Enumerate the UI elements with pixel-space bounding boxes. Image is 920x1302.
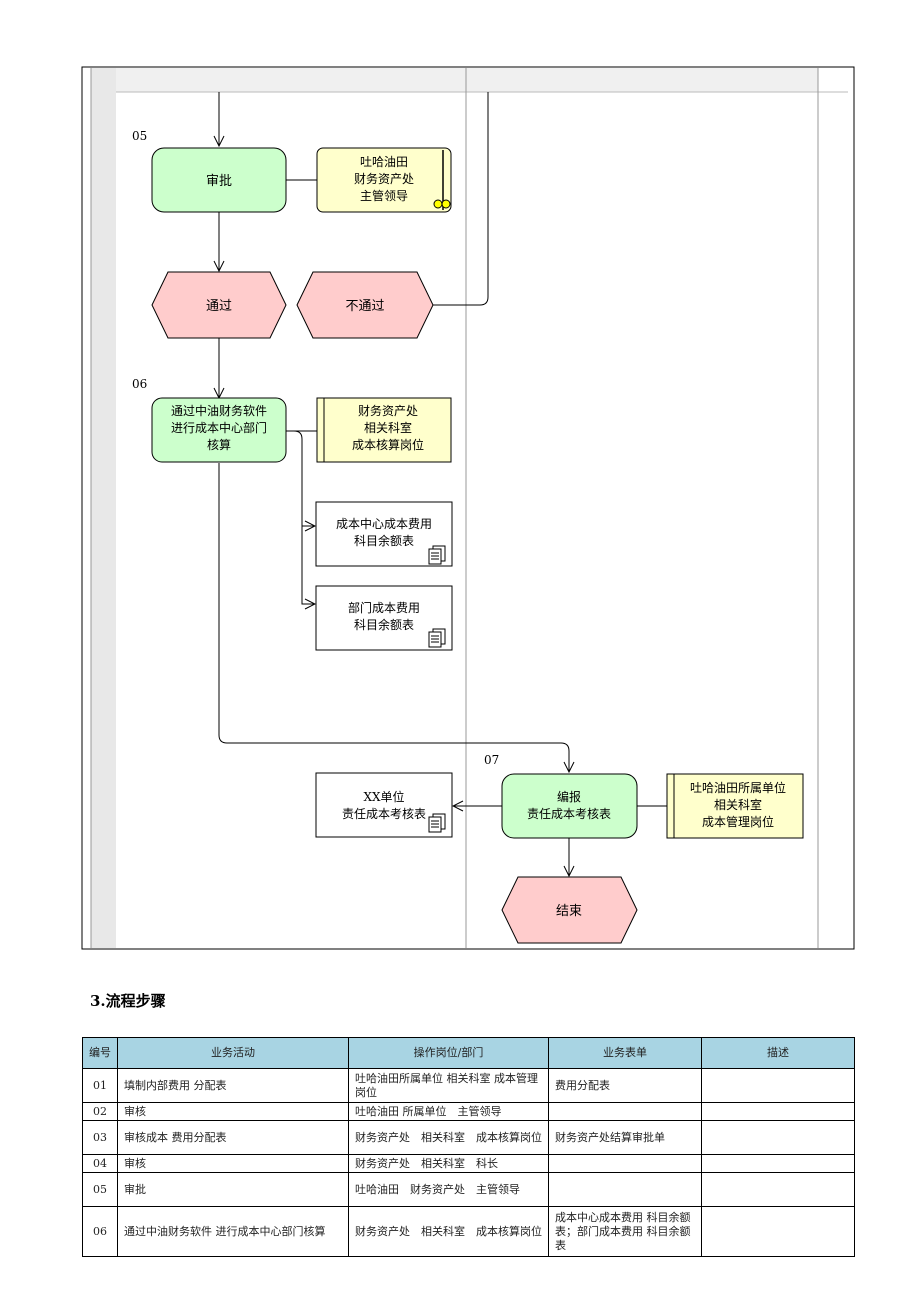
row-role: 吐哈油田 所属单位 主管领导	[348, 1102, 549, 1121]
row-role: 财务资产处 相关科室 科长	[348, 1154, 549, 1173]
svg-text:通过: 通过	[206, 299, 232, 314]
svg-text:结束: 结束	[556, 904, 582, 919]
end-event: 结束	[501, 876, 638, 944]
report-function: 编报 责任成本考核表	[501, 773, 638, 839]
flow-diagram: 05 06 07 审批 吐哈油田 财务资产处 主管领导 通过 不通过 通过中油财…	[81, 66, 855, 950]
pass-event: 通过	[151, 271, 287, 339]
row-form: 费用分配表	[548, 1068, 702, 1103]
svg-text:财务资产处: 财务资产处	[358, 403, 418, 418]
table-row: 04 审核 财务资产处 相关科室 科长	[82, 1154, 855, 1173]
row-form	[548, 1102, 702, 1121]
row-description	[701, 1154, 855, 1173]
report-document: XX单位 责任成本考核表	[315, 772, 453, 838]
approve-function: 审批	[151, 147, 287, 213]
svg-text:通过中油财务软件: 通过中油财务软件	[171, 403, 267, 418]
steps-table: 编号 业务活动 操作岗位/部门 业务表单 描述 01 填制内部费用 分配表 吐哈…	[82, 1037, 855, 1257]
svg-text:财务资产处: 财务资产处	[354, 171, 414, 186]
row-activity: 审核成本 费用分配表	[117, 1120, 349, 1155]
header-cell: 编号	[82, 1037, 118, 1069]
row-activity: 填制内部费用 分配表	[117, 1068, 349, 1103]
header-cell: 描述	[701, 1037, 855, 1069]
row-activity: 审批	[117, 1172, 349, 1207]
svg-text:主管领导: 主管领导	[360, 188, 408, 203]
row-description	[701, 1120, 855, 1155]
svg-text:成本核算岗位: 成本核算岗位	[352, 437, 424, 452]
svg-text:XX单位: XX单位	[363, 789, 404, 804]
fail-event: 不通过	[296, 271, 434, 339]
table-row: 05 审批 吐哈油田 财务资产处 主管领导	[82, 1172, 855, 1207]
row-description	[701, 1172, 855, 1207]
svg-text:成本管理岗位: 成本管理岗位	[702, 814, 774, 829]
svg-text:进行成本中心部门: 进行成本中心部门	[171, 420, 267, 435]
report-role: 吐哈油田所属单位 相关科室 成本管理岗位	[666, 773, 804, 839]
row-activity: 审核	[117, 1102, 349, 1121]
role-person-icon	[433, 199, 451, 209]
row-description	[701, 1206, 855, 1257]
svg-text:编报: 编报	[557, 789, 581, 804]
svg-text:部门成本费用: 部门成本费用	[348, 600, 420, 615]
approve-label: 审批	[206, 174, 232, 189]
table-row: 01 填制内部费用 分配表 吐哈油田所属单位 相关科室 成本管理岗位 费用分配表	[82, 1068, 855, 1103]
table-header-row: 编号 业务活动 操作岗位/部门 业务表单 描述	[82, 1037, 855, 1069]
row-number: 02	[82, 1102, 118, 1121]
document-icon	[428, 813, 446, 833]
row-number: 04	[82, 1154, 118, 1173]
step-number: 07	[484, 753, 499, 767]
header-cell: 操作岗位/部门	[348, 1037, 549, 1069]
row-role: 吐哈油田 财务资产处 主管领导	[348, 1172, 549, 1207]
svg-text:责任成本考核表: 责任成本考核表	[342, 807, 426, 821]
svg-text:相关科室: 相关科室	[364, 420, 412, 435]
svg-text:吐哈油田: 吐哈油田	[360, 155, 408, 169]
section-title: 3.流程步骤	[90, 992, 166, 1010]
svg-text:成本中心成本费用: 成本中心成本费用	[336, 516, 432, 531]
svg-text:科目余额表: 科目余额表	[354, 533, 414, 548]
row-role: 财务资产处 相关科室 成本核算岗位	[348, 1206, 549, 1257]
row-number: 06	[82, 1206, 118, 1257]
row-role: 吐哈油田所属单位 相关科室 成本管理岗位	[348, 1068, 549, 1103]
row-number: 01	[82, 1068, 118, 1103]
row-form	[548, 1154, 702, 1173]
svg-text:核算: 核算	[207, 437, 231, 452]
svg-text:科目余额表: 科目余额表	[354, 617, 414, 632]
header-cell: 业务表单	[548, 1037, 702, 1069]
doc-cost-center: 成本中心成本费用 科目余额表	[315, 501, 453, 567]
svg-text:吐哈油田所属单位: 吐哈油田所属单位	[690, 780, 786, 795]
table-row: 02 审核 吐哈油田 所属单位 主管领导	[82, 1102, 855, 1121]
step-number: 05	[132, 129, 147, 143]
svg-text:相关科室: 相关科室	[714, 797, 762, 812]
svg-text:不通过: 不通过	[345, 299, 384, 314]
row-form: 成本中心成本费用 科目余额表；部门成本费用 科目余额表	[548, 1206, 702, 1257]
row-activity: 通过中油财务软件 进行成本中心部门核算	[117, 1206, 349, 1257]
row-number: 05	[82, 1172, 118, 1207]
header-cell: 业务活动	[117, 1037, 349, 1069]
row-form	[548, 1172, 702, 1207]
document-icon	[428, 545, 446, 565]
svg-text:责任成本考核表: 责任成本考核表	[527, 807, 611, 821]
row-description	[701, 1068, 855, 1103]
row-description	[701, 1102, 855, 1121]
row-activity: 审核	[117, 1154, 349, 1173]
left-gutter	[91, 68, 116, 948]
table-row: 03 审核成本 费用分配表 财务资产处 相关科室 成本核算岗位 财务资产处结算审…	[82, 1120, 855, 1155]
row-form: 财务资产处结算审批单	[548, 1120, 702, 1155]
row-role: 财务资产处 相关科室 成本核算岗位	[348, 1120, 549, 1155]
document-icon	[428, 628, 446, 648]
process-role: 财务资产处 相关科室 成本核算岗位	[316, 397, 452, 463]
doc-department: 部门成本费用 科目余额表	[315, 585, 453, 651]
approve-role: 吐哈油田 财务资产处 主管领导	[316, 147, 452, 213]
table-row: 06 通过中油财务软件 进行成本中心部门核算 财务资产处 相关科室 成本核算岗位…	[82, 1206, 855, 1257]
step-number: 06	[132, 377, 147, 391]
lane-header-strip	[116, 68, 818, 92]
row-number: 03	[82, 1120, 118, 1155]
process-function: 通过中油财务软件 进行成本中心部门 核算	[151, 397, 287, 463]
connectors	[219, 92, 667, 876]
